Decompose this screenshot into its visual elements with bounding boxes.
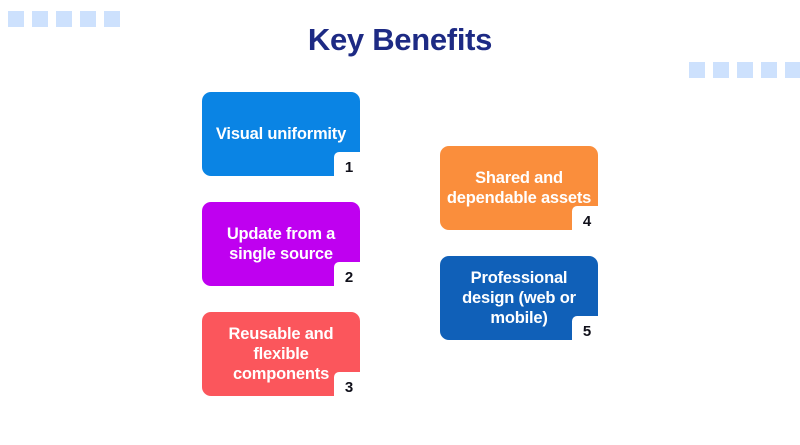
benefit-card-4[interactable]: Shared and dependable assets 4 xyxy=(440,146,606,238)
benefit-card-label: Reusable and flexible components xyxy=(228,324,334,384)
benefit-card-number: 4 xyxy=(582,212,592,230)
decorative-square xyxy=(737,62,753,78)
benefit-card-3[interactable]: Reusable and flexible components 3 xyxy=(202,312,368,404)
decorative-square xyxy=(56,11,72,27)
benefit-card-label: Visual uniformity xyxy=(215,124,347,143)
decorative-square xyxy=(8,11,24,27)
decorative-square xyxy=(785,62,800,78)
benefit-card-badge: 3 xyxy=(334,372,368,404)
benefit-card-body: Update from a single source xyxy=(202,202,360,286)
benefit-card-body: Reusable and flexible components xyxy=(202,312,360,396)
decorative-square xyxy=(80,11,96,27)
decorative-squares-top-left xyxy=(8,11,120,27)
decorative-square xyxy=(32,11,48,27)
benefit-card-body: Professional design (web or mobile) xyxy=(440,256,598,340)
benefit-card-2[interactable]: Update from a single source 2 xyxy=(202,202,368,294)
benefit-card-body: Visual uniformity xyxy=(202,92,360,176)
decorative-square xyxy=(761,62,777,78)
benefit-card-number: 5 xyxy=(582,322,592,340)
decorative-square xyxy=(713,62,729,78)
benefit-card-badge: 5 xyxy=(572,316,606,348)
benefit-card-1[interactable]: Visual uniformity 1 xyxy=(202,92,368,184)
benefit-card-badge: 1 xyxy=(334,152,368,184)
benefit-card-number: 3 xyxy=(344,378,354,396)
benefit-card-label: Professional design (web or mobile) xyxy=(462,268,576,328)
decorative-squares-top-right xyxy=(689,62,800,78)
decorative-square xyxy=(104,11,120,27)
benefit-card-label: Shared and dependable assets xyxy=(446,168,592,207)
benefit-card-badge: 4 xyxy=(572,206,606,238)
benefit-card-number: 1 xyxy=(344,158,354,176)
decorative-square xyxy=(689,62,705,78)
benefit-card-5[interactable]: Professional design (web or mobile) 5 xyxy=(440,256,606,348)
benefit-card-badge: 2 xyxy=(334,262,368,294)
page-title: Key Benefits xyxy=(307,22,493,57)
benefit-card-label: Update from a single source xyxy=(226,224,336,263)
benefit-card-number: 2 xyxy=(344,268,354,286)
benefit-card-body: Shared and dependable assets xyxy=(440,146,598,230)
